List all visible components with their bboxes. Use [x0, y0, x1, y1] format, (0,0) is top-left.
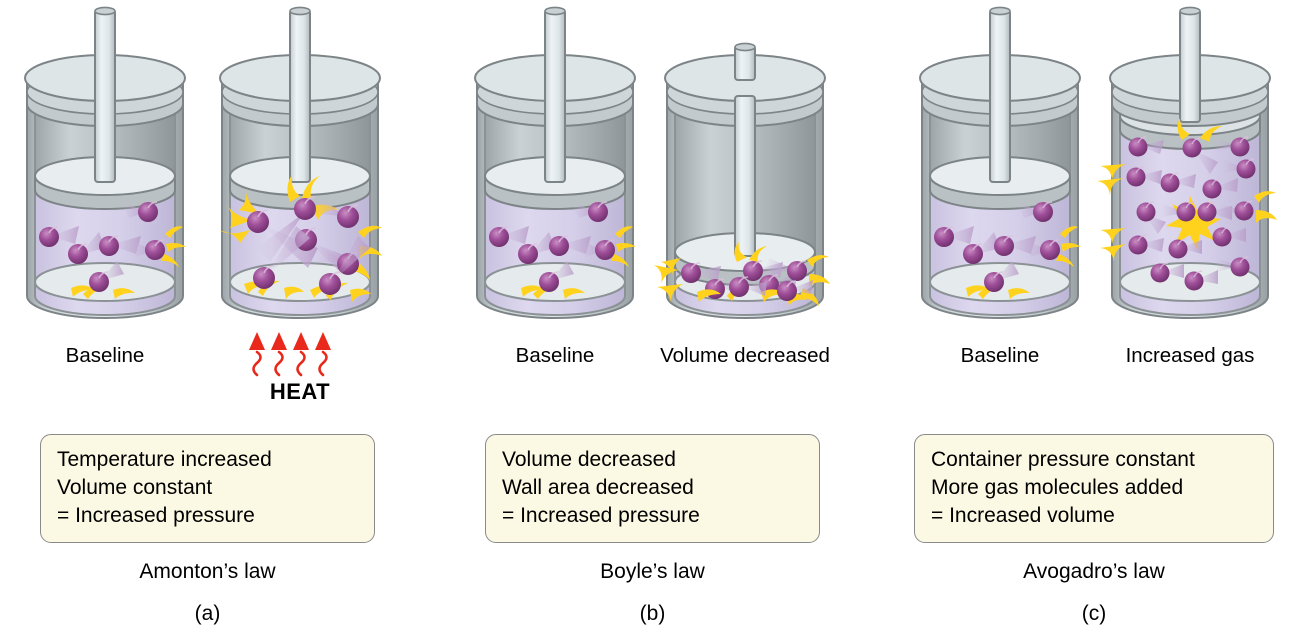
- info-line: Container pressure constant: [931, 448, 1195, 471]
- heat-indicator: HEAT: [235, 330, 365, 405]
- cylinder-caption-baseline-a: Baseline: [65, 344, 145, 367]
- info-box-avogadro: Container pressure constant More gas mol…: [914, 434, 1274, 543]
- panel-amontons-law: Baseline: [0, 0, 430, 640]
- info-line: = Increased pressure: [57, 503, 255, 527]
- info-line: = Increased volume: [931, 503, 1115, 527]
- panel-letter-a: (a): [194, 602, 221, 625]
- cylinder-baseline-a: [5, 0, 205, 340]
- cylinder-caption-baseline-b: Baseline: [515, 344, 595, 367]
- info-line: Volume constant: [57, 475, 213, 499]
- cylinder-caption-baseline-c: Baseline: [960, 344, 1040, 367]
- info-box-boyle: Volume decreased Wall area decreased = I…: [485, 434, 820, 543]
- info-line: Wall area decreased: [502, 475, 694, 499]
- panel-letter-b: (b): [639, 602, 666, 625]
- heat-label: HEAT: [269, 379, 331, 404]
- info-line: More gas molecules added: [931, 475, 1184, 499]
- info-line: Volume decreased: [502, 448, 676, 471]
- panel-avogadros-law: Baseline: [890, 0, 1301, 640]
- cylinder-caption-compressed-b: Volume decreased: [660, 344, 830, 367]
- heat-arrows-icon: [249, 332, 331, 377]
- cylinder-compressed-b: [645, 0, 845, 340]
- cylinder-expanded-c: [1090, 0, 1290, 340]
- cylinder-caption-expanded-c: Increased gas: [1125, 344, 1255, 367]
- info-line: = Increased pressure: [502, 503, 700, 527]
- law-name-avogadro: Avogadro’s law: [1023, 560, 1165, 583]
- panel-boyles-law: Baseline: [440, 0, 880, 640]
- cylinder-baseline-c: [900, 0, 1100, 340]
- info-box-amontons: Temperature increased Volume constant = …: [40, 434, 375, 543]
- panel-letter-c: (c): [1081, 602, 1107, 625]
- cylinder-baseline-b: [455, 0, 655, 340]
- law-name-boyle: Boyle’s law: [600, 560, 705, 583]
- law-name-amontons: Amonton’s law: [139, 560, 276, 583]
- cylinder-heated-a: [200, 0, 400, 340]
- info-line: Temperature increased: [57, 448, 272, 471]
